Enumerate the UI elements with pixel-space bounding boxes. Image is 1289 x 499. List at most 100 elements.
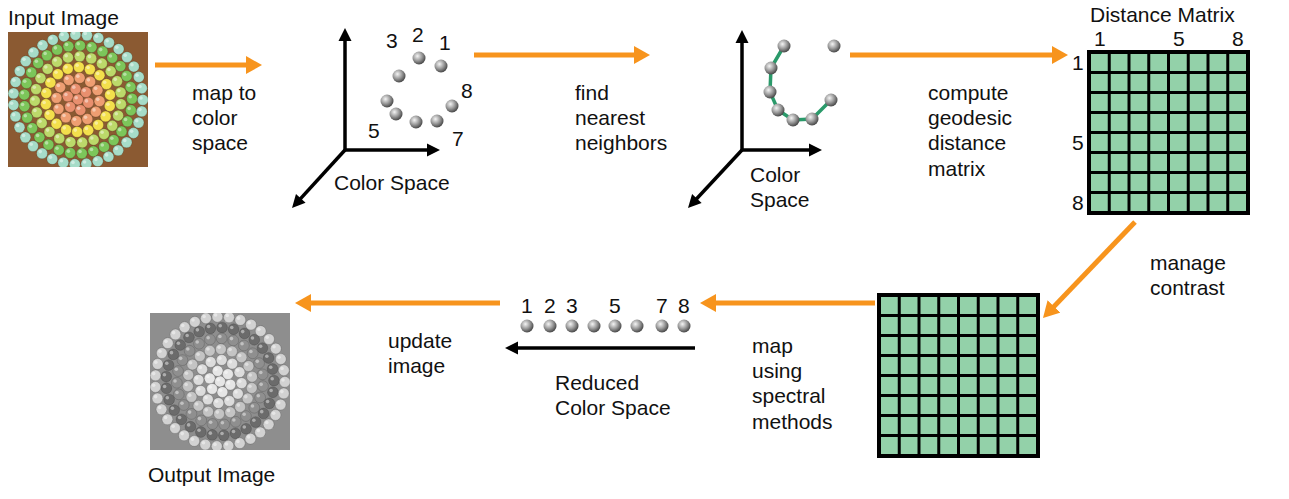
- matrix-cell: [1000, 357, 1017, 374]
- candy: [75, 40, 86, 51]
- matrix-cell: [960, 357, 977, 374]
- color-sample: [656, 320, 669, 333]
- candy: [37, 40, 48, 51]
- candy-highlight: [227, 381, 231, 385]
- candy-highlight: [230, 326, 234, 330]
- candy-highlight: [22, 134, 26, 138]
- candy-highlight: [191, 437, 195, 441]
- candy-highlight: [90, 136, 94, 140]
- step-label: compute geodesic distance matrix: [928, 80, 1020, 181]
- matrix-cell: [940, 337, 957, 354]
- sample-number: 8: [461, 78, 473, 103]
- candy-highlight: [257, 327, 261, 331]
- candy: [205, 334, 216, 345]
- candy: [176, 414, 187, 425]
- candy-highlight: [95, 34, 99, 38]
- candy: [81, 87, 92, 98]
- candy: [55, 82, 66, 93]
- candy-highlight: [94, 158, 98, 162]
- candy: [63, 75, 74, 86]
- candy: [81, 158, 92, 167]
- candy: [77, 137, 88, 148]
- candy: [194, 326, 205, 337]
- candy-highlight: [191, 318, 195, 322]
- matrix-cell: [1210, 94, 1227, 111]
- candy-highlight: [105, 39, 109, 43]
- sample-number: 1: [521, 293, 533, 318]
- candy: [278, 365, 289, 376]
- candy: [263, 353, 274, 364]
- candy: [113, 110, 124, 121]
- matrix-cell: [1210, 154, 1227, 171]
- candy: [170, 329, 181, 340]
- matrix-cell: [980, 417, 997, 434]
- output-photo: [150, 313, 290, 450]
- candy: [212, 366, 223, 377]
- matrix-cell: [901, 417, 918, 434]
- axis-arrowhead: [688, 194, 702, 208]
- candy: [70, 32, 81, 40]
- candy: [150, 370, 161, 381]
- candy: [27, 123, 38, 134]
- candy-highlight: [79, 139, 83, 143]
- candy: [99, 141, 110, 152]
- candy: [126, 105, 137, 116]
- candy-highlight: [46, 128, 50, 132]
- candy-highlight: [74, 128, 78, 132]
- candy-highlight: [173, 379, 177, 383]
- candy: [230, 416, 241, 427]
- axis-arrowhead: [427, 144, 440, 157]
- candy: [254, 358, 265, 369]
- color-sample: [765, 62, 778, 75]
- candy: [42, 50, 53, 61]
- candy-highlight: [209, 420, 213, 424]
- matrix-cell: [1131, 74, 1148, 91]
- candy-highlight: [55, 105, 59, 109]
- candy: [232, 388, 243, 399]
- candy-highlight: [163, 385, 167, 389]
- candy-highlight: [60, 33, 64, 37]
- candy-highlight: [138, 85, 142, 89]
- candy: [236, 352, 247, 363]
- candy-highlight: [188, 393, 192, 397]
- candy-highlight: [154, 395, 158, 399]
- matrix-cell: [1150, 194, 1167, 211]
- color-sample: [778, 40, 791, 53]
- candy-highlight: [98, 60, 102, 64]
- candy: [122, 52, 133, 63]
- matrix-cell: [1019, 337, 1036, 354]
- candy-highlight: [117, 101, 121, 105]
- candy-highlight: [195, 402, 199, 406]
- matrix-cell: [960, 377, 977, 394]
- candy-highlight: [206, 347, 210, 351]
- matrix-cell: [881, 337, 898, 354]
- candy: [122, 116, 133, 127]
- candy-highlight: [16, 124, 20, 128]
- candy: [228, 324, 239, 335]
- candy-highlight: [85, 99, 89, 103]
- matrix-cell: [1229, 194, 1246, 211]
- candy: [88, 146, 99, 157]
- candy: [19, 101, 30, 112]
- candy: [65, 137, 76, 148]
- candy: [125, 82, 136, 93]
- matrix-cell: [1170, 134, 1187, 151]
- candy: [246, 383, 257, 394]
- candy-highlight: [197, 428, 201, 432]
- candy-highlight: [202, 441, 206, 445]
- color-sample: [806, 113, 819, 126]
- candy-highlight: [12, 113, 16, 117]
- candy: [196, 415, 207, 426]
- axis-arrowhead: [339, 28, 352, 41]
- matrix-heading: Distance Matrix: [1090, 2, 1255, 27]
- matrix-cell: [980, 337, 997, 354]
- candy: [255, 392, 266, 403]
- matrix-cell: [960, 297, 977, 314]
- matrix-cell: [1170, 94, 1187, 111]
- matrix-cell: [1170, 74, 1187, 91]
- candy: [88, 134, 99, 145]
- candy: [227, 346, 238, 357]
- candy: [20, 56, 31, 67]
